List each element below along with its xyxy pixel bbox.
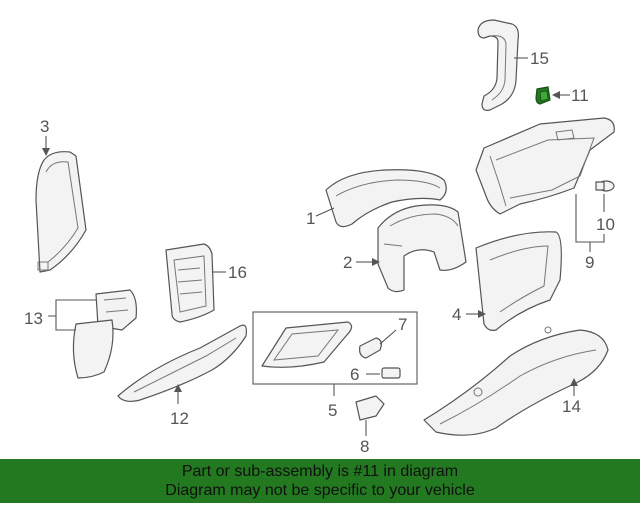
arrow-2 [372,258,380,266]
arrow-14 [570,378,578,386]
arrow-12 [174,384,182,392]
leader-7 [379,329,397,345]
callout-2: 2 [343,253,352,272]
callout-1: 1 [306,209,315,228]
callout-5: 5 [328,401,337,420]
callout-3: 3 [40,117,49,136]
part-4-bezel-frame[interactable] [475,231,562,331]
callout-13: 13 [24,309,43,328]
part-5-glove-box-door[interactable] [261,321,353,368]
part-12-lower-trim[interactable] [117,324,247,402]
part-5-group-box [252,311,418,385]
callout-12: 12 [170,409,189,428]
callout-9: 9 [585,253,594,272]
part-7-latch[interactable] [359,337,382,359]
banner-line-1: Part or sub-assembly is #11 in diagram [181,463,459,480]
leader-9 [575,194,605,252]
callout-15: 15 [530,49,549,68]
part-15-pillar-trim[interactable] [477,19,519,111]
highlight-banner: Part or sub-assembly is #11 in diagram D… [0,459,640,503]
part-16-switch-bezel[interactable] [165,243,215,323]
arrow-11 [552,91,560,99]
callout-11: 11 [571,86,589,105]
part-6-bumper[interactable] [381,367,401,379]
part-14-reinforcement[interactable] [423,326,609,436]
part-1-cluster-hood[interactable] [325,169,447,228]
leader-1 [315,207,335,217]
arrow-4 [478,310,486,318]
parts-diagram: 15 11 3 1 2 10 9 [24,19,615,456]
part-8-striker[interactable] [355,395,385,421]
callout-10: 10 [596,215,615,234]
part-11-clip[interactable] [535,86,551,105]
part-9-glove-box[interactable] [475,117,615,215]
callout-14: 14 [562,397,581,416]
part-2-cluster-bezel[interactable] [377,204,467,293]
callout-6: 6 [350,365,359,384]
arrow-3 [42,148,50,156]
callout-4: 4 [452,305,461,324]
callout-8: 8 [360,437,369,456]
part-3-side-panel[interactable] [35,151,87,273]
callout-16: 16 [228,263,247,282]
part-10-screw[interactable] [595,180,615,192]
callout-7: 7 [398,315,407,334]
part-13-bracket[interactable] [72,289,137,379]
leader-13 [48,299,96,331]
banner-line-2: Diagram may not be specific to your vehi… [165,482,475,499]
